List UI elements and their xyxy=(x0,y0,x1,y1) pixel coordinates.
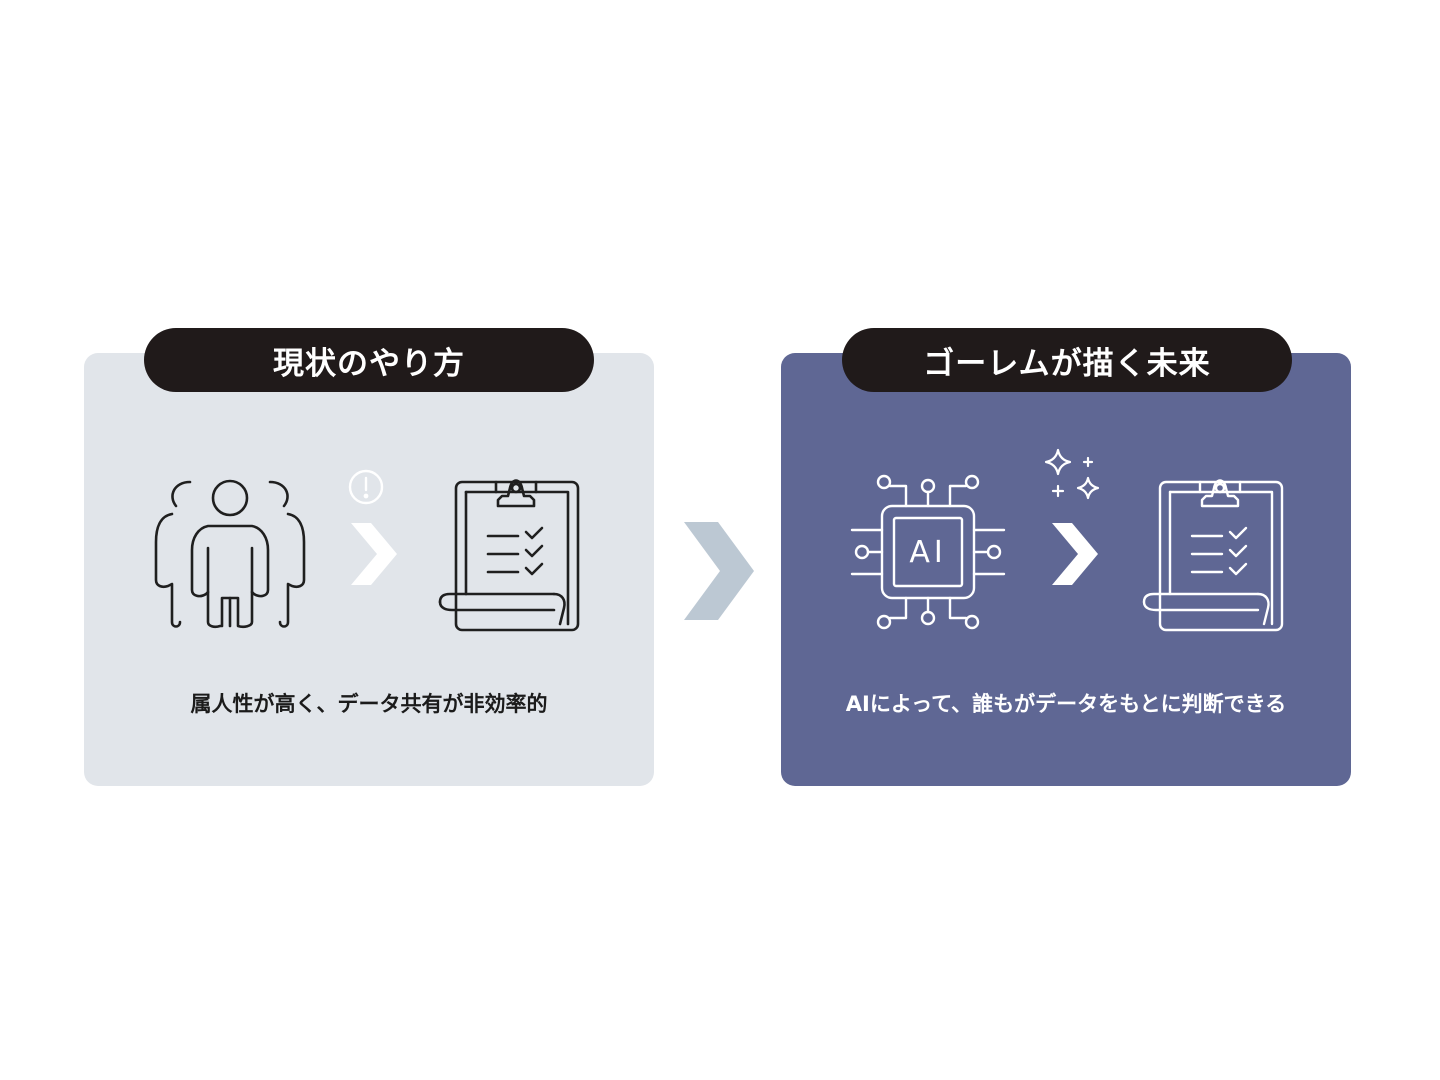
sparkle-icon xyxy=(1044,448,1106,504)
future-vision-caption: AIによって、誰もがデータをもとに判断できる xyxy=(845,692,1287,716)
chevron-right-icon xyxy=(1052,523,1098,585)
people-group-icon xyxy=(150,476,310,632)
exclamation-circle-icon xyxy=(348,469,384,505)
clipboard-checklist-icon xyxy=(436,474,584,634)
current-method-caption: 属人性が高く、データ共有が非効率的 xyxy=(190,692,548,716)
chevron-right-icon xyxy=(351,523,397,585)
clipboard-checklist-icon xyxy=(1140,474,1288,634)
future-vision-title: ゴーレムが描く未来 xyxy=(842,328,1292,392)
current-method-title: 現状のやり方 xyxy=(144,328,594,392)
ai-chip-label: AI xyxy=(909,534,947,570)
chevron-right-icon xyxy=(684,522,754,620)
ai-chip-icon xyxy=(848,472,1008,632)
